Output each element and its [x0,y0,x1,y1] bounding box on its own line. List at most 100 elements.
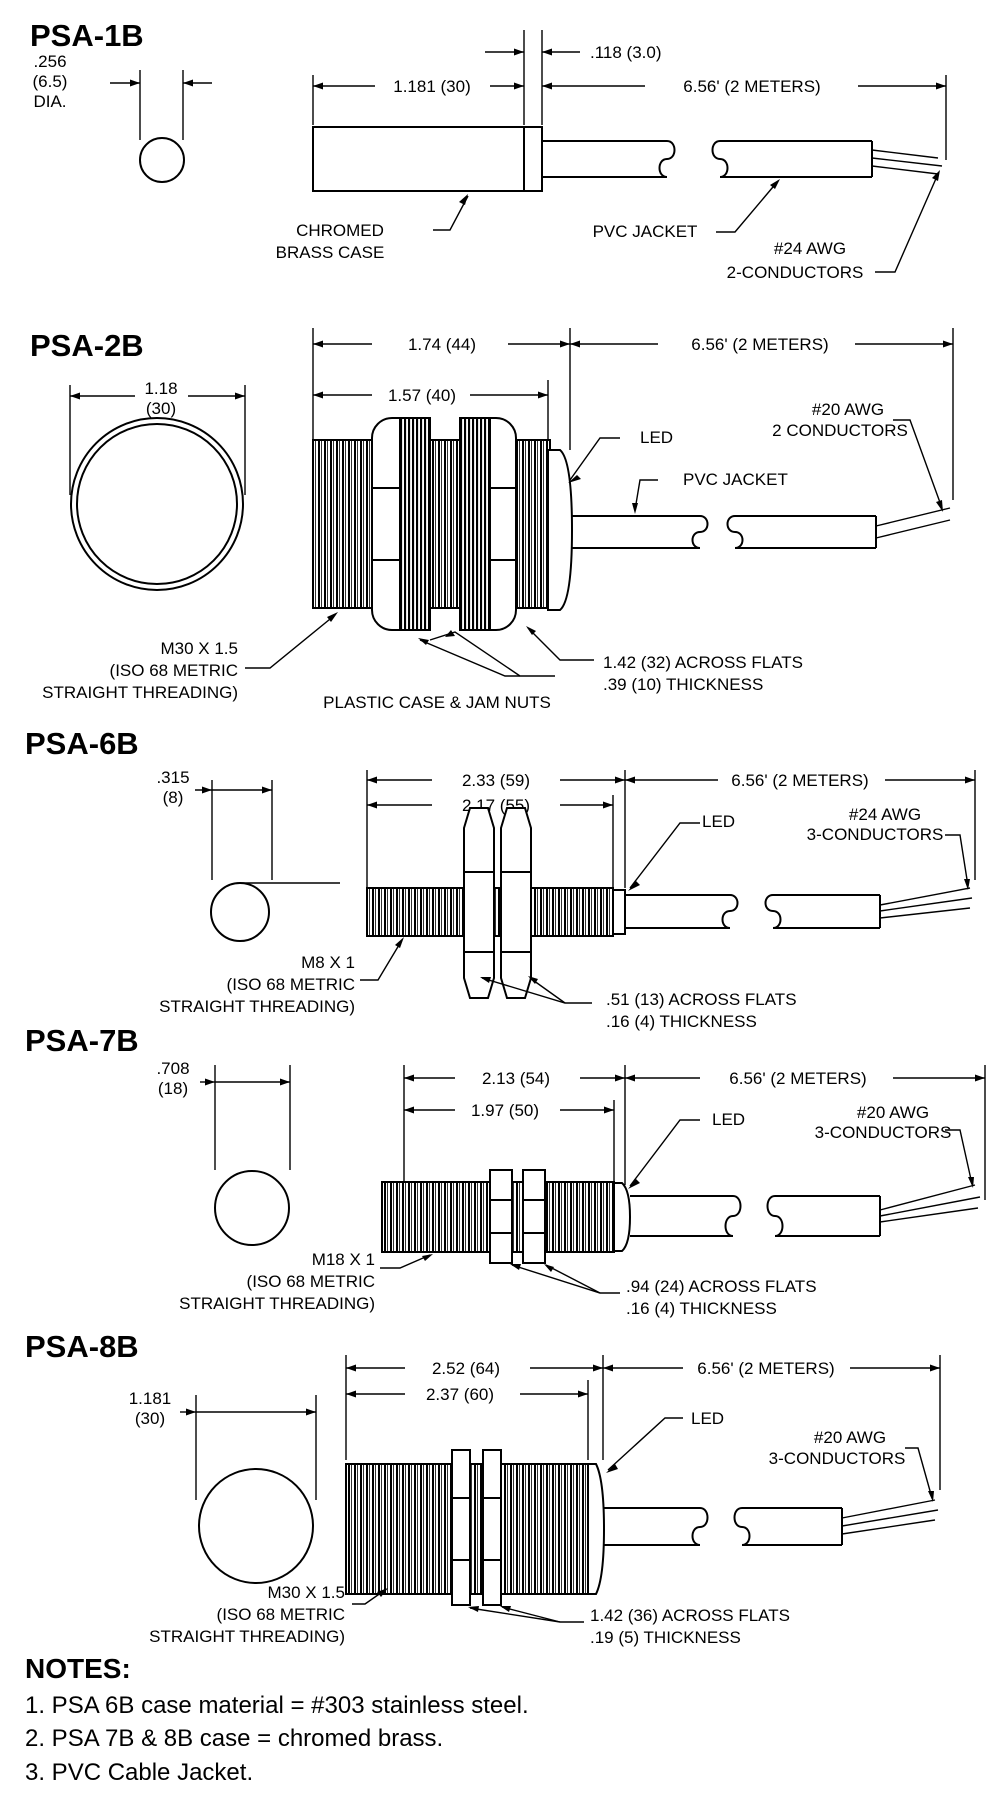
led-label: LED [691,1409,724,1428]
section-title: PSA-2B [30,328,144,363]
wire-label-line1: #24 AWG [774,239,846,258]
nuts-flats-label: .94 (24) ACROSS FLATS [626,1277,817,1296]
section-psa-7b: PSA-7B .708 (18) [25,1023,986,1318]
wire-label-line1: #20 AWG [814,1428,886,1447]
cable [572,507,951,549]
cable [604,1499,939,1546]
sensor-body [312,126,543,192]
section-psa-2b: PSA-2B 1.18 (30) [30,328,954,712]
cable [625,887,973,929]
nuts-thickness-label: .19 (5) THICKNESS [590,1628,741,1647]
nuts-thickness-label: .39 (10) THICKNESS [603,675,763,694]
callout-leaders [433,170,940,273]
led-label: LED [712,1110,745,1129]
wire-label-line2: 2-CONDUCTORS [727,263,864,282]
thread-spec-line3: STRAIGHT THREADING) [179,1294,375,1313]
case-label-line2: BRASS CASE [276,243,385,262]
notes-title: NOTES: [25,1653,131,1684]
end-view-dia-in: .315 [156,768,189,787]
note-item: 3. PVC Cable Jacket. [25,1759,253,1786]
nuts-flats-label: 1.42 (32) ACROSS FLATS [603,653,803,672]
total-length-dimension: 2.13 (54) [482,1069,550,1088]
callout-leaders [380,1119,974,1294]
case-label-line1: CHROMED [296,221,384,240]
cable-length-dimension: 6.56' (2 METERS) [697,1359,834,1378]
thread-spec-line1: M30 X 1.5 [268,1583,346,1602]
led-label: LED [640,428,673,447]
nuts-thickness-label: .16 (4) THICKNESS [626,1299,777,1318]
thread-spec-line1: M18 X 1 [312,1250,375,1269]
section-psa-1b: PSA-1B .256 (6.5) DIA. [30,18,947,282]
end-view-dia-label: DIA. [33,92,66,111]
wire-label-line2: 2 CONDUCTORS [772,421,908,440]
callout-leaders [352,1417,934,1623]
thread-length-dimension: 1.97 (50) [471,1101,539,1120]
cable-length-dimension: 6.56' (2 METERS) [683,77,820,96]
case-label: PLASTIC CASE & JAM NUTS [323,693,551,712]
end-view-circle [195,780,340,942]
wire-label-line1: #24 AWG [849,805,921,824]
section-psa-8b: PSA-8B 1.181 (30) [25,1329,941,1647]
end-view-dia-mm: (30) [146,399,176,418]
thread-spec-line3: STRAIGHT THREADING) [149,1627,345,1646]
end-view-dia-mm: (18) [158,1079,188,1098]
section-title: PSA-7B [25,1023,139,1058]
thread-length-dimension: 1.57 (40) [388,386,456,405]
thread-spec-line2: (ISO 68 METRIC [110,661,238,680]
nuts-flats-label: 1.42 (36) ACROSS FLATS [590,1606,790,1625]
sensor-body [381,1169,632,1264]
end-view-dia-mm: (8) [163,788,184,807]
notes-section: NOTES: 1. PSA 6B case material = #303 st… [25,1653,529,1786]
note-item: 1. PSA 6B case material = #303 stainless… [25,1692,529,1719]
note-item: 2. PSA 7B & 8B case = chromed brass. [25,1725,443,1752]
jacket-label: PVC JACKET [683,470,788,489]
nuts-thickness-label: .16 (4) THICKNESS [606,1012,757,1031]
led-label: LED [702,812,735,831]
thread-spec-line2: (ISO 68 METRIC [217,1605,345,1624]
total-length-dimension: 2.52 (64) [432,1359,500,1378]
thread-length-dimension: 2.37 (60) [426,1385,494,1404]
section-title: PSA-8B [25,1329,139,1364]
end-view-dia-in: .256 [33,52,66,71]
dimension-lines [312,30,947,160]
end-view-circle [200,1065,291,1246]
wire-label-line2: 3-CONDUCTORS [807,825,944,844]
sensor-body [312,417,574,631]
wire-label-line1: #20 AWG [812,400,884,419]
thread-spec-line2: (ISO 68 METRIC [227,975,355,994]
dimension-lines [403,1065,986,1200]
cable-length-dimension: 6.56' (2 METERS) [729,1069,866,1088]
thread-spec-line1: M8 X 1 [301,953,355,972]
section-psa-6b: PSA-6B .315 (8) [25,726,976,1031]
dimension-lines [345,1355,941,1490]
wire-label-line2: 3-CONDUCTORS [769,1449,906,1468]
section-title: PSA-1B [30,18,144,53]
cable [630,1184,981,1237]
wire-label-line2: 3-CONDUCTORS [815,1123,952,1142]
dimension-lines [366,770,976,888]
thread-spec-line1: M30 X 1.5 [161,639,239,658]
dimension-lines [312,328,954,500]
end-view-circle [110,70,212,183]
cable-length-dimension: 6.56' (2 METERS) [691,335,828,354]
section-title: PSA-6B [25,726,139,761]
end-view-circle [180,1395,317,1584]
wire-label-line1: #20 AWG [857,1103,929,1122]
thread-spec-line3: STRAIGHT THREADING) [42,683,238,702]
callout-leaders [360,822,970,1004]
gap-dimension: .118 (3.0) [590,43,662,62]
sensor-body [366,807,626,999]
end-view-dia-mm: (6.5) [33,72,68,91]
cable [542,140,943,178]
end-view-circle [69,385,246,591]
callout-leaders [245,419,943,677]
end-view-dia-in: 1.18 [144,379,177,398]
cable-length-dimension: 6.56' (2 METERS) [731,771,868,790]
jacket-label: PVC JACKET [593,222,698,241]
sensor-body [345,1449,606,1606]
end-view-dia-in: .708 [156,1059,189,1078]
end-view-dia-in: 1.181 [129,1389,172,1408]
length-dimension: 1.181 (30) [393,77,471,96]
total-length-dimension: 2.33 (59) [462,771,530,790]
